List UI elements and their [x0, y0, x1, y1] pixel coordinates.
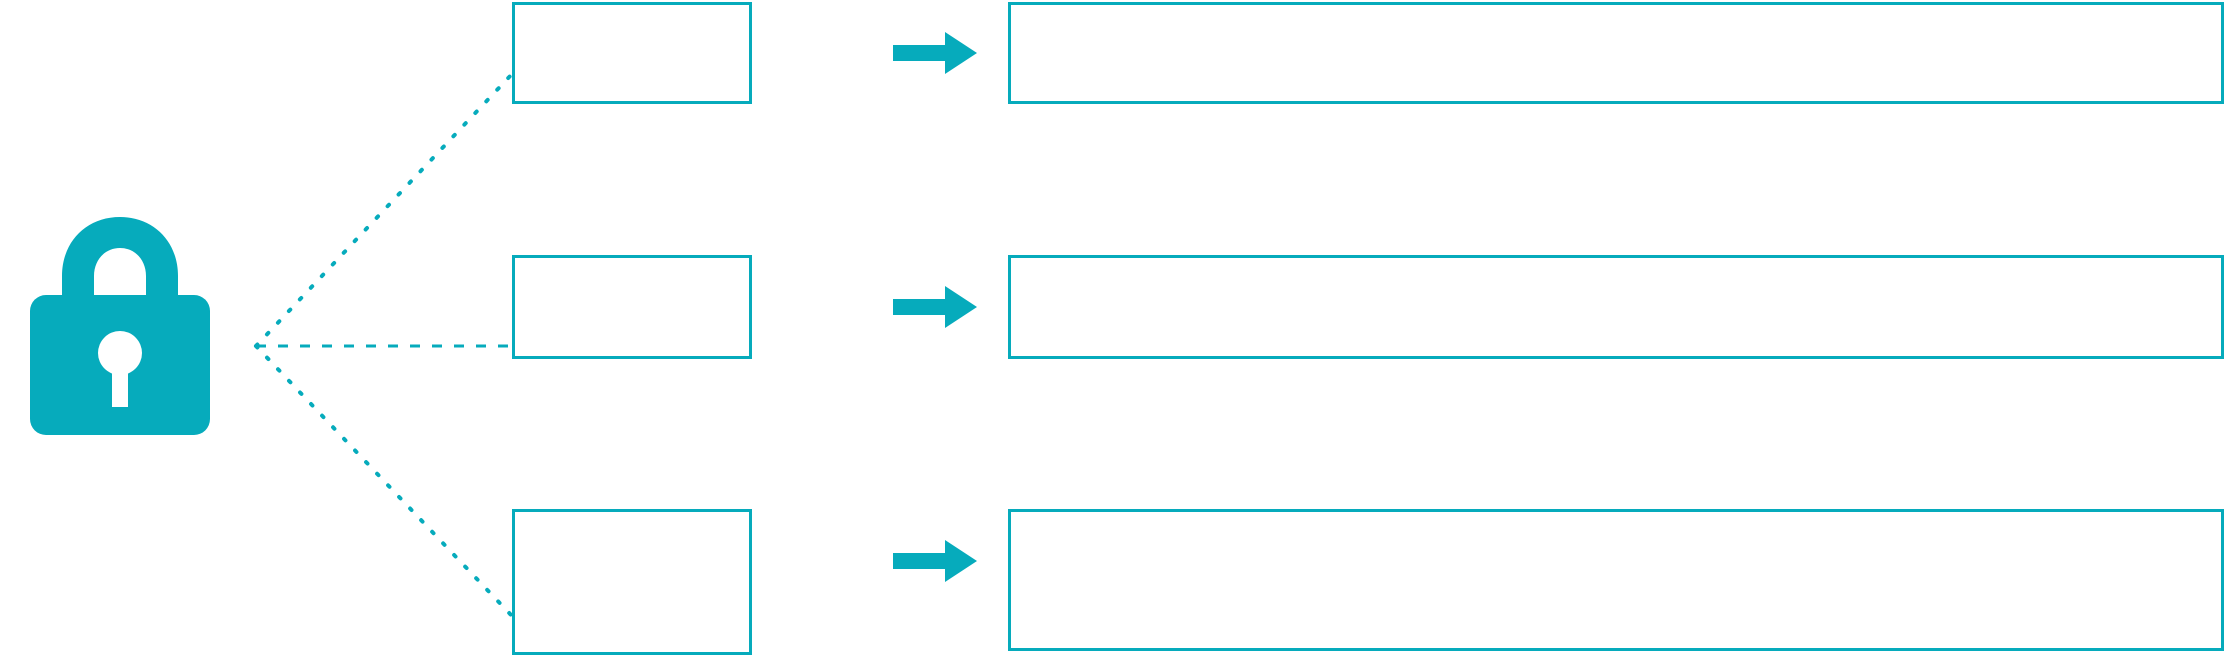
- left-box-1[interactable]: [512, 2, 752, 104]
- left-box-3-text: [515, 512, 749, 532]
- right-box-3[interactable]: [1008, 509, 2224, 651]
- right-box-2-text: [1011, 258, 2221, 278]
- right-box-3-text: [1011, 512, 2221, 532]
- connector-line-3: [254, 344, 514, 618]
- left-box-3[interactable]: [512, 509, 752, 655]
- right-box-1-text: [1011, 5, 2221, 25]
- lock-icon: [28, 215, 212, 437]
- arrow-right-icon-1: [893, 32, 977, 74]
- left-box-2[interactable]: [512, 255, 752, 359]
- connector-line-1: [254, 72, 514, 348]
- arrow-right-icon-2: [893, 286, 977, 328]
- arrow-right-icon-3: [893, 540, 977, 582]
- left-box-2-text: [515, 258, 749, 278]
- right-box-1[interactable]: [1008, 2, 2224, 104]
- right-box-2[interactable]: [1008, 255, 2224, 359]
- left-box-1-text: [515, 5, 749, 25]
